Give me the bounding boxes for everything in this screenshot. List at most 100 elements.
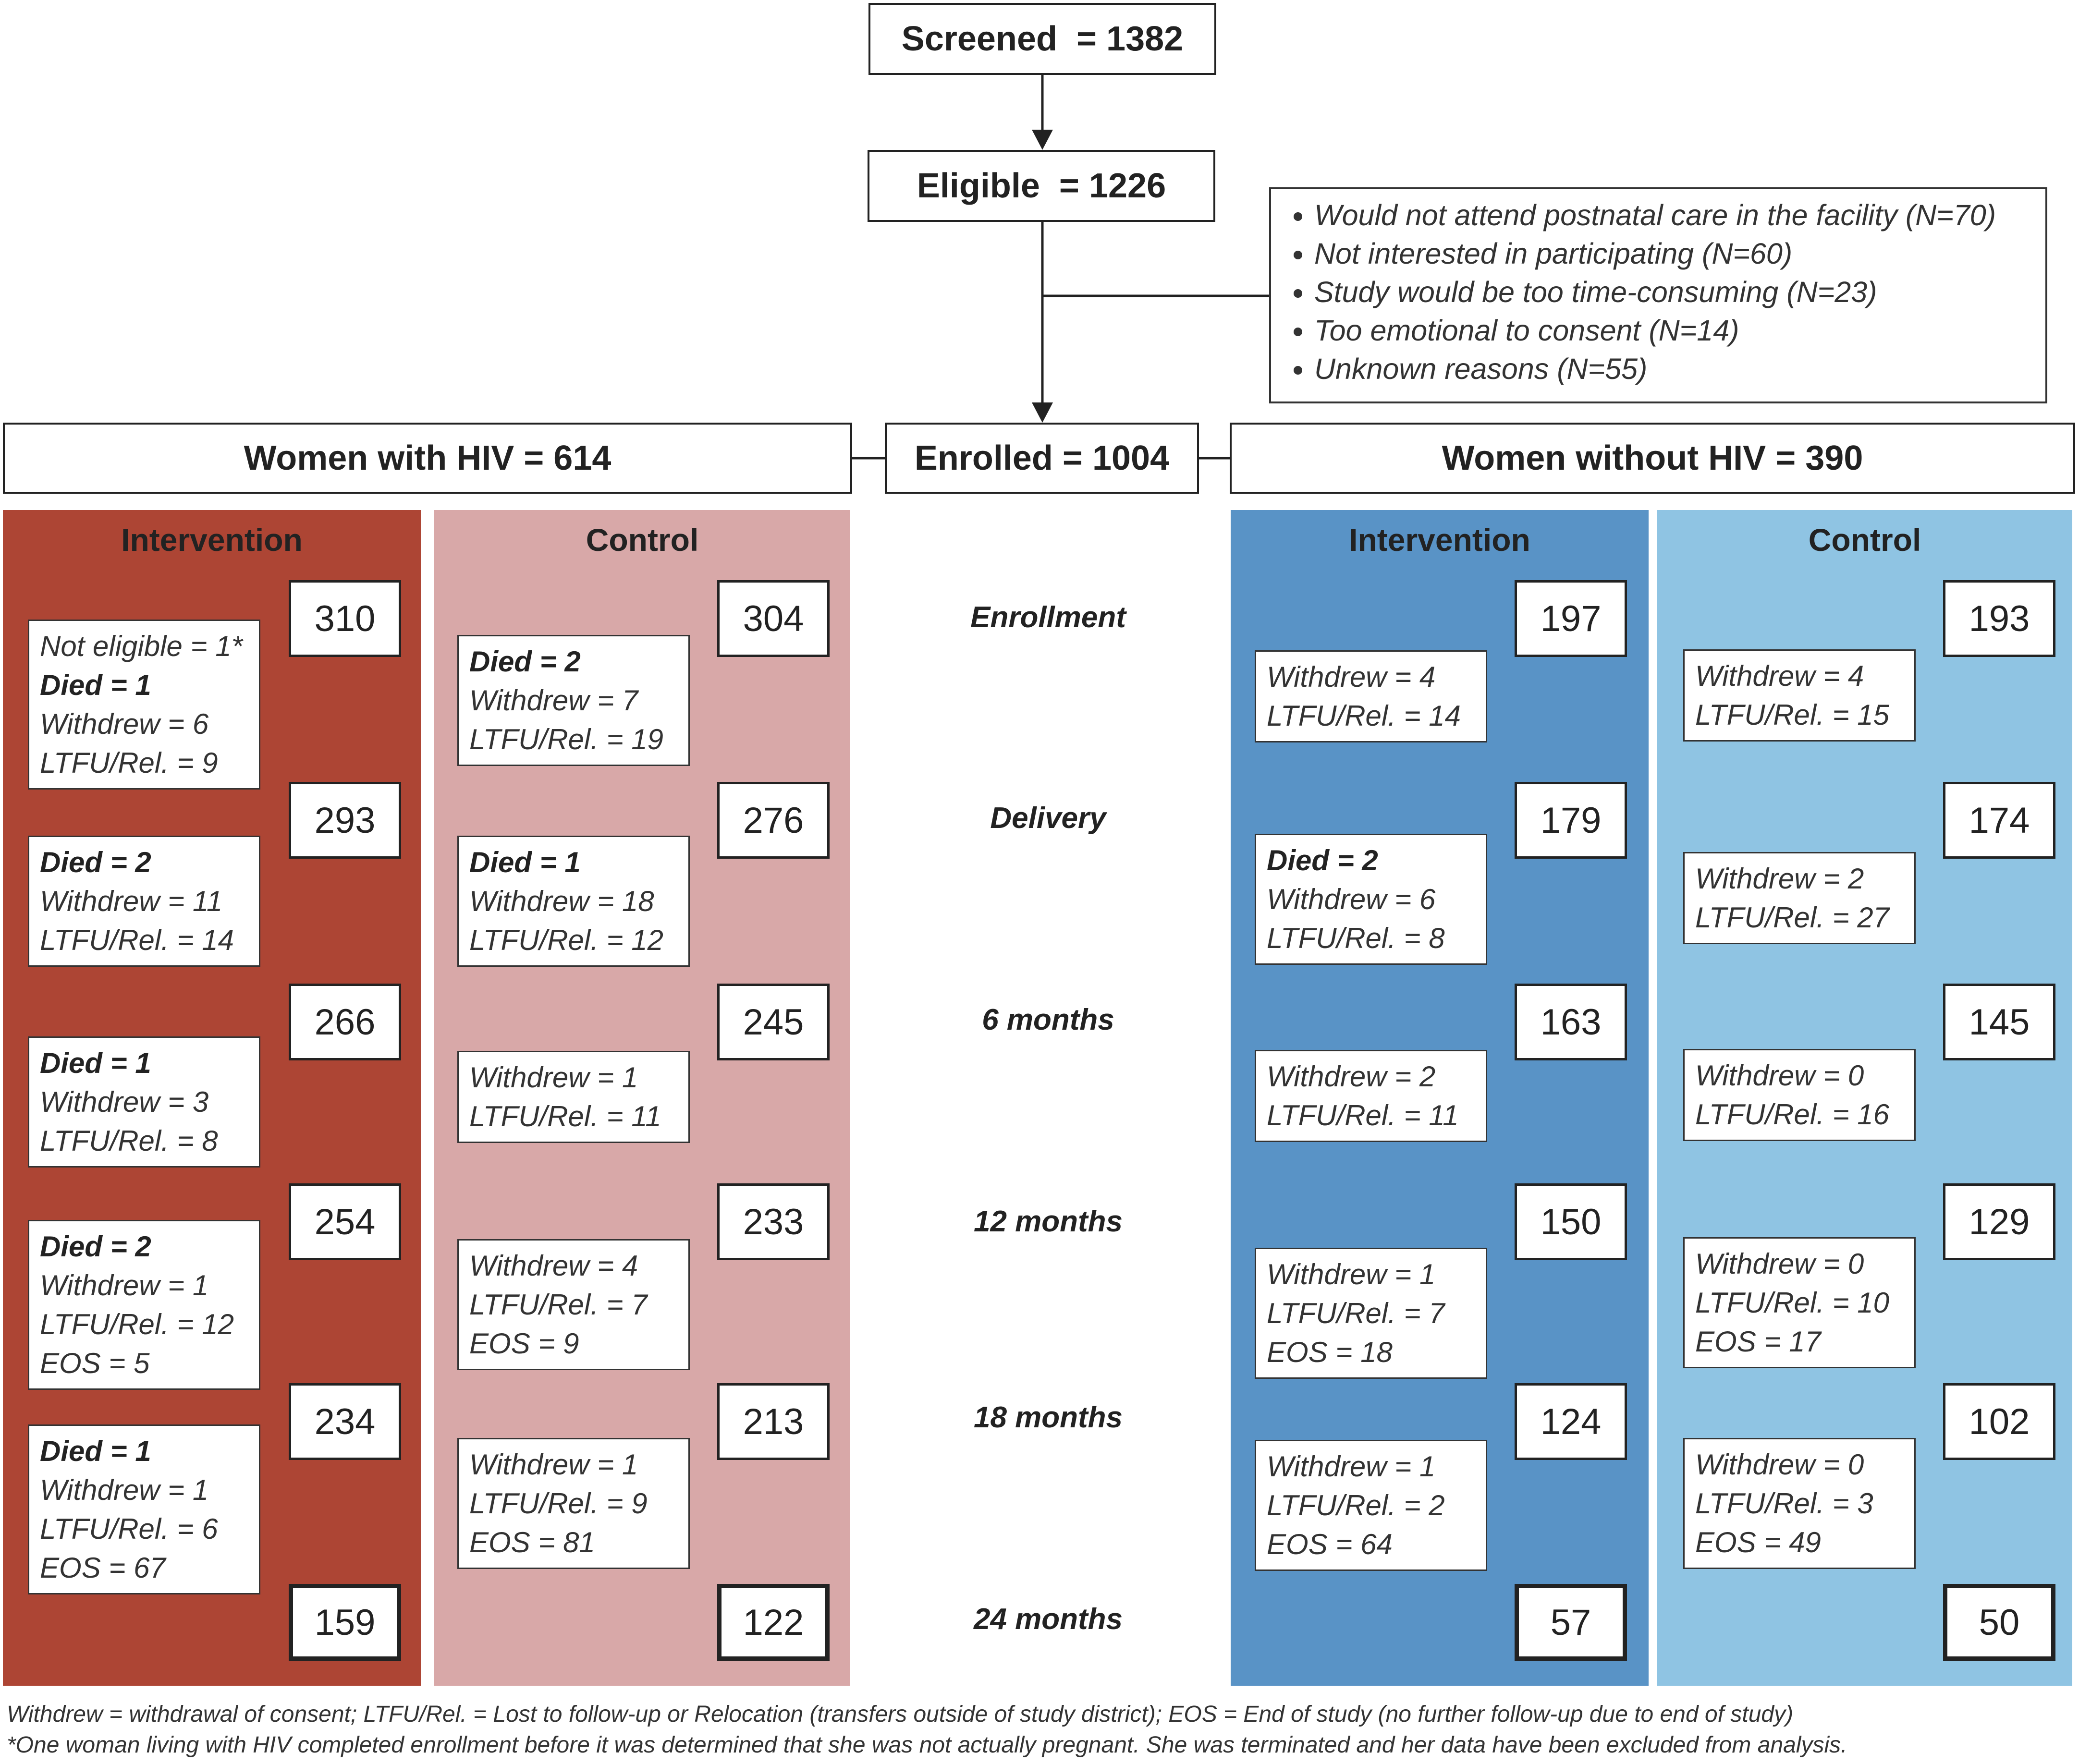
- exclusion-line: EOS = 81: [469, 1526, 595, 1558]
- participant-count-box: 129: [1943, 1183, 2055, 1260]
- participant-count-box: 193: [1943, 580, 2055, 657]
- eligible-box: Eligible = 1226: [868, 150, 1215, 222]
- timepoint-label: 18 months: [973, 1401, 1123, 1434]
- exclusion-line: LTFU/Rel. = 9: [469, 1487, 648, 1520]
- participant-count-box: 234: [289, 1383, 401, 1460]
- timepoint-label: 24 months: [973, 1603, 1123, 1636]
- exclusion-line: Withdrew = 1: [40, 1474, 209, 1506]
- participant-count-box: 102: [1943, 1383, 2055, 1460]
- exclusion-line: EOS = 64: [1267, 1528, 1393, 1560]
- participant-count-box: 266: [289, 984, 401, 1060]
- exclusion-line: LTFU/Rel. = 12: [40, 1308, 234, 1340]
- exclusion-line: LTFU/Rel. = 8: [40, 1125, 218, 1157]
- died-count: Died = 2: [40, 1230, 151, 1263]
- exclusion-line: Withdrew = 11: [40, 885, 223, 917]
- participant-count-box: 245: [717, 984, 830, 1060]
- arm-title: Control: [586, 522, 699, 558]
- exclusion-reason-item: Would not attend postnatal care in the f…: [1314, 196, 2036, 234]
- hiv-negative-label: Women without HIV = 390: [1442, 439, 1863, 477]
- final-count-box: 159: [289, 1584, 401, 1661]
- hiv-positive-header: Women with HIV = 614: [3, 423, 852, 494]
- screened-label: Screened = 1382: [901, 20, 1184, 58]
- died-count: Died = 1: [40, 1435, 151, 1467]
- exclusion-line: LTFU/Rel. = 11: [1267, 1099, 1459, 1131]
- exclusion-box: Died = 1 Withdrew = 3 LTFU/Rel. = 8: [28, 1036, 260, 1168]
- participant-count-box: 145: [1943, 984, 2055, 1060]
- participant-count-box: 174: [1943, 782, 2055, 859]
- exclusion-line: EOS = 17: [1695, 1326, 1821, 1358]
- participant-count-box: 310: [289, 580, 401, 657]
- timepoint-label: Delivery: [990, 802, 1106, 835]
- exclusion-line: LTFU/Rel. = 7: [469, 1289, 648, 1321]
- exclusion-line: Withdrew = 4: [1267, 661, 1436, 693]
- participant-count-box: 197: [1515, 580, 1627, 657]
- final-count-box: 57: [1515, 1584, 1627, 1661]
- screened-box: Screened = 1382: [868, 3, 1216, 75]
- exclusion-line: EOS = 49: [1695, 1526, 1821, 1558]
- exclusion-line: Withdrew = 6: [1267, 883, 1436, 915]
- footnote-asterisk: *One woman living with HIV completed enr…: [7, 1732, 1847, 1758]
- exclusion-reason-item: Too emotional to consent (N=14): [1314, 311, 2036, 350]
- exclusion-box: Withdrew = 4 LTFU/Rel. = 15: [1683, 649, 1916, 742]
- exclusion-line: LTFU/Rel. = 15: [1695, 699, 1890, 731]
- exclusion-line: LTFU/Rel. = 10: [1695, 1287, 1890, 1319]
- exclusion-line: Withdrew = 3: [40, 1086, 209, 1118]
- eligible-label: Eligible = 1226: [917, 167, 1166, 205]
- participant-count-box: 124: [1515, 1383, 1627, 1460]
- participant-count-box: 150: [1515, 1183, 1627, 1260]
- exclusion-line: LTFU/Rel. = 12: [469, 924, 664, 956]
- participant-count-box: 293: [289, 782, 401, 859]
- exclusion-line: Withdrew = 1: [40, 1269, 209, 1302]
- participant-count-box: 213: [717, 1383, 830, 1460]
- arrow-to-enrolled: [1032, 402, 1053, 423]
- arrow-to-eligible: [1032, 130, 1053, 150]
- enrolled-box: Enrolled = 1004: [885, 423, 1199, 494]
- exclusion-box: Withdrew = 0 LTFU/Rel. = 3 EOS = 49: [1683, 1438, 1916, 1569]
- timepoint-label: 6 months: [982, 1003, 1114, 1036]
- participant-count-box: 163: [1515, 984, 1627, 1060]
- final-count-box: 50: [1943, 1584, 2055, 1661]
- exclusion-line: LTFU/Rel. = 11: [469, 1100, 661, 1132]
- exclusion-reasons-list: Would not attend postnatal care in the f…: [1281, 196, 2036, 388]
- exclusion-box: Died = 2 Withdrew = 1 LTFU/Rel. = 12 EOS = …: [28, 1220, 260, 1390]
- hiv-negative-header: Women without HIV = 390: [1230, 423, 2075, 494]
- hiv-positive-label: Women with HIV = 614: [244, 439, 611, 477]
- exclusion-box: Withdrew = 0 LTFU/Rel. = 10 EOS = 17: [1683, 1237, 1916, 1368]
- participant-count-box: 233: [717, 1183, 830, 1260]
- exclusion-line: Withdrew = 1: [469, 1448, 638, 1481]
- died-count: Died = 2: [1267, 844, 1378, 876]
- exclusion-line: Withdrew = 18: [469, 885, 654, 917]
- exclusion-line: Not eligible = 1*: [40, 630, 243, 662]
- exclusion-line: Withdrew = 6: [40, 708, 209, 740]
- exclusion-line: EOS = 9: [469, 1327, 579, 1360]
- exclusion-line: Withdrew = 1: [1267, 1258, 1436, 1290]
- footnote-abbreviations: Withdrew = withdrawal of consent; LTFU/R…: [7, 1702, 1794, 1727]
- exclusion-line: LTFU/Rel. = 3: [1695, 1487, 1873, 1520]
- exclusion-line: Withdrew = 4: [1695, 660, 1864, 692]
- exclusion-line: LTFU/Rel. = 19: [469, 723, 664, 755]
- exclusion-reason-item: Study would be too time-consuming (N=23): [1314, 273, 2036, 311]
- participant-count-box: 276: [717, 782, 830, 859]
- exclusion-line: Withdrew = 2: [1695, 863, 1864, 895]
- died-count: Died = 1: [40, 1047, 151, 1079]
- exclusion-line: EOS = 67: [40, 1552, 166, 1584]
- exclusion-line: Withdrew = 1: [1267, 1450, 1436, 1483]
- exclusion-line: Withdrew = 0: [1695, 1059, 1864, 1092]
- timepoint-label: Enrollment: [970, 601, 1126, 634]
- died-count: Died = 2: [40, 846, 151, 878]
- exclusion-line: Withdrew = 0: [1695, 1448, 1864, 1481]
- exclusion-line: LTFU/Rel. = 7: [1267, 1297, 1445, 1329]
- exclusion-line: Withdrew = 0: [1695, 1248, 1864, 1280]
- exclusion-line: EOS = 5: [40, 1347, 150, 1379]
- arm-title: Intervention: [121, 522, 303, 558]
